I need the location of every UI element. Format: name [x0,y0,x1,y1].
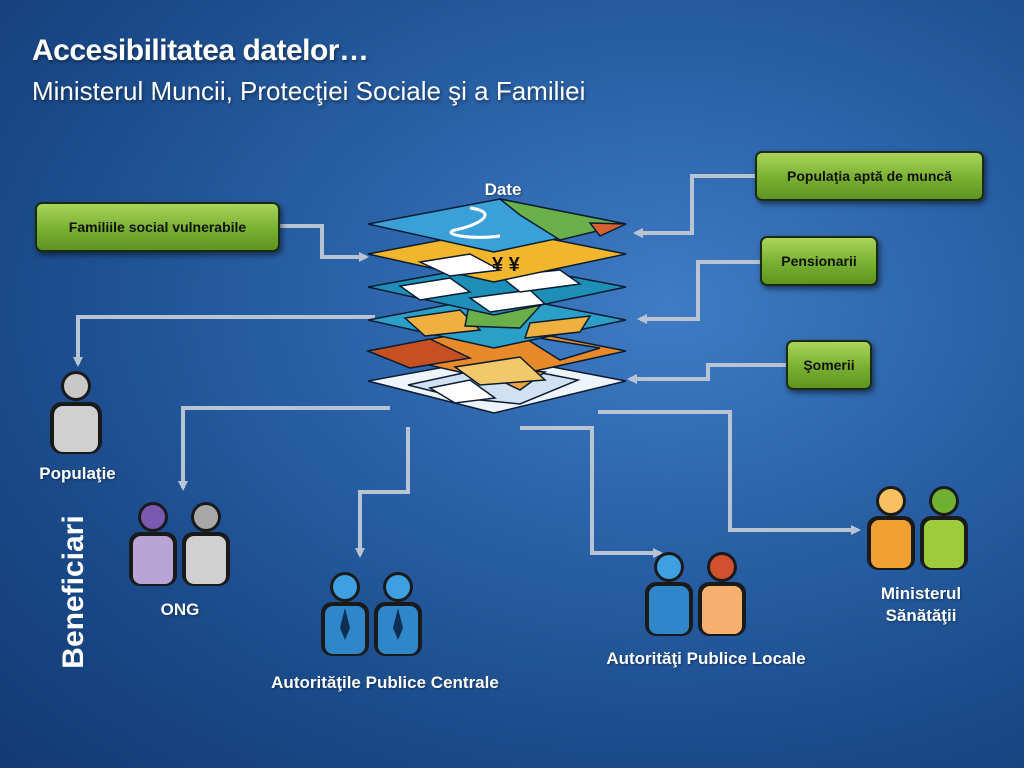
arrow-to-populatie [73,315,375,367]
apc-people-icon [321,572,422,656]
source-familii-box: Familiile social vulnerabile [35,202,280,252]
arrow-to-ong [178,406,390,491]
arrow-to-ms [598,410,861,535]
page-title: Accesibilitatea datelor… [32,34,369,67]
ong-label: ONG [160,600,200,619]
arrow-familii [278,224,369,262]
ms-label-line2: Sănătăţii [885,606,957,625]
flow-arrows [73,174,861,558]
populatie-label: Populaţie [39,464,116,483]
source-populatia-apta-box: Populaţia aptă de muncă [755,151,984,201]
data-layers-icon: ¥ ¥ [365,198,627,414]
svg-text:¥ ¥: ¥ ¥ [492,254,521,276]
apl-label: Autorităţi Publice Locale [606,649,806,668]
arrow-populatia-apta [633,174,756,238]
arrow-to-apl [520,426,663,558]
apl-people-icon [645,552,746,636]
arrow-someri [627,363,787,384]
arrow-to-apc [355,427,410,558]
source-pensionarii-box: Pensionarii [760,236,878,286]
populatie-person-icon [50,371,102,454]
source-someri-box: Şomerii [786,340,872,390]
ms-label: Ministerul Sănătăţii [860,583,982,627]
beneficiari-side-label: Beneficiari [57,515,90,669]
arrow-pensionarii [637,260,760,324]
apc-label: Autorităţile Publice Centrale [271,673,499,692]
date-label: Date [484,180,522,199]
ms-people-icon [867,486,968,570]
page-subtitle: Ministerul Muncii, Protecţiei Sociale şi… [32,76,586,106]
ms-label-line1: Ministerul [880,584,962,603]
ong-people-icon [129,502,230,586]
